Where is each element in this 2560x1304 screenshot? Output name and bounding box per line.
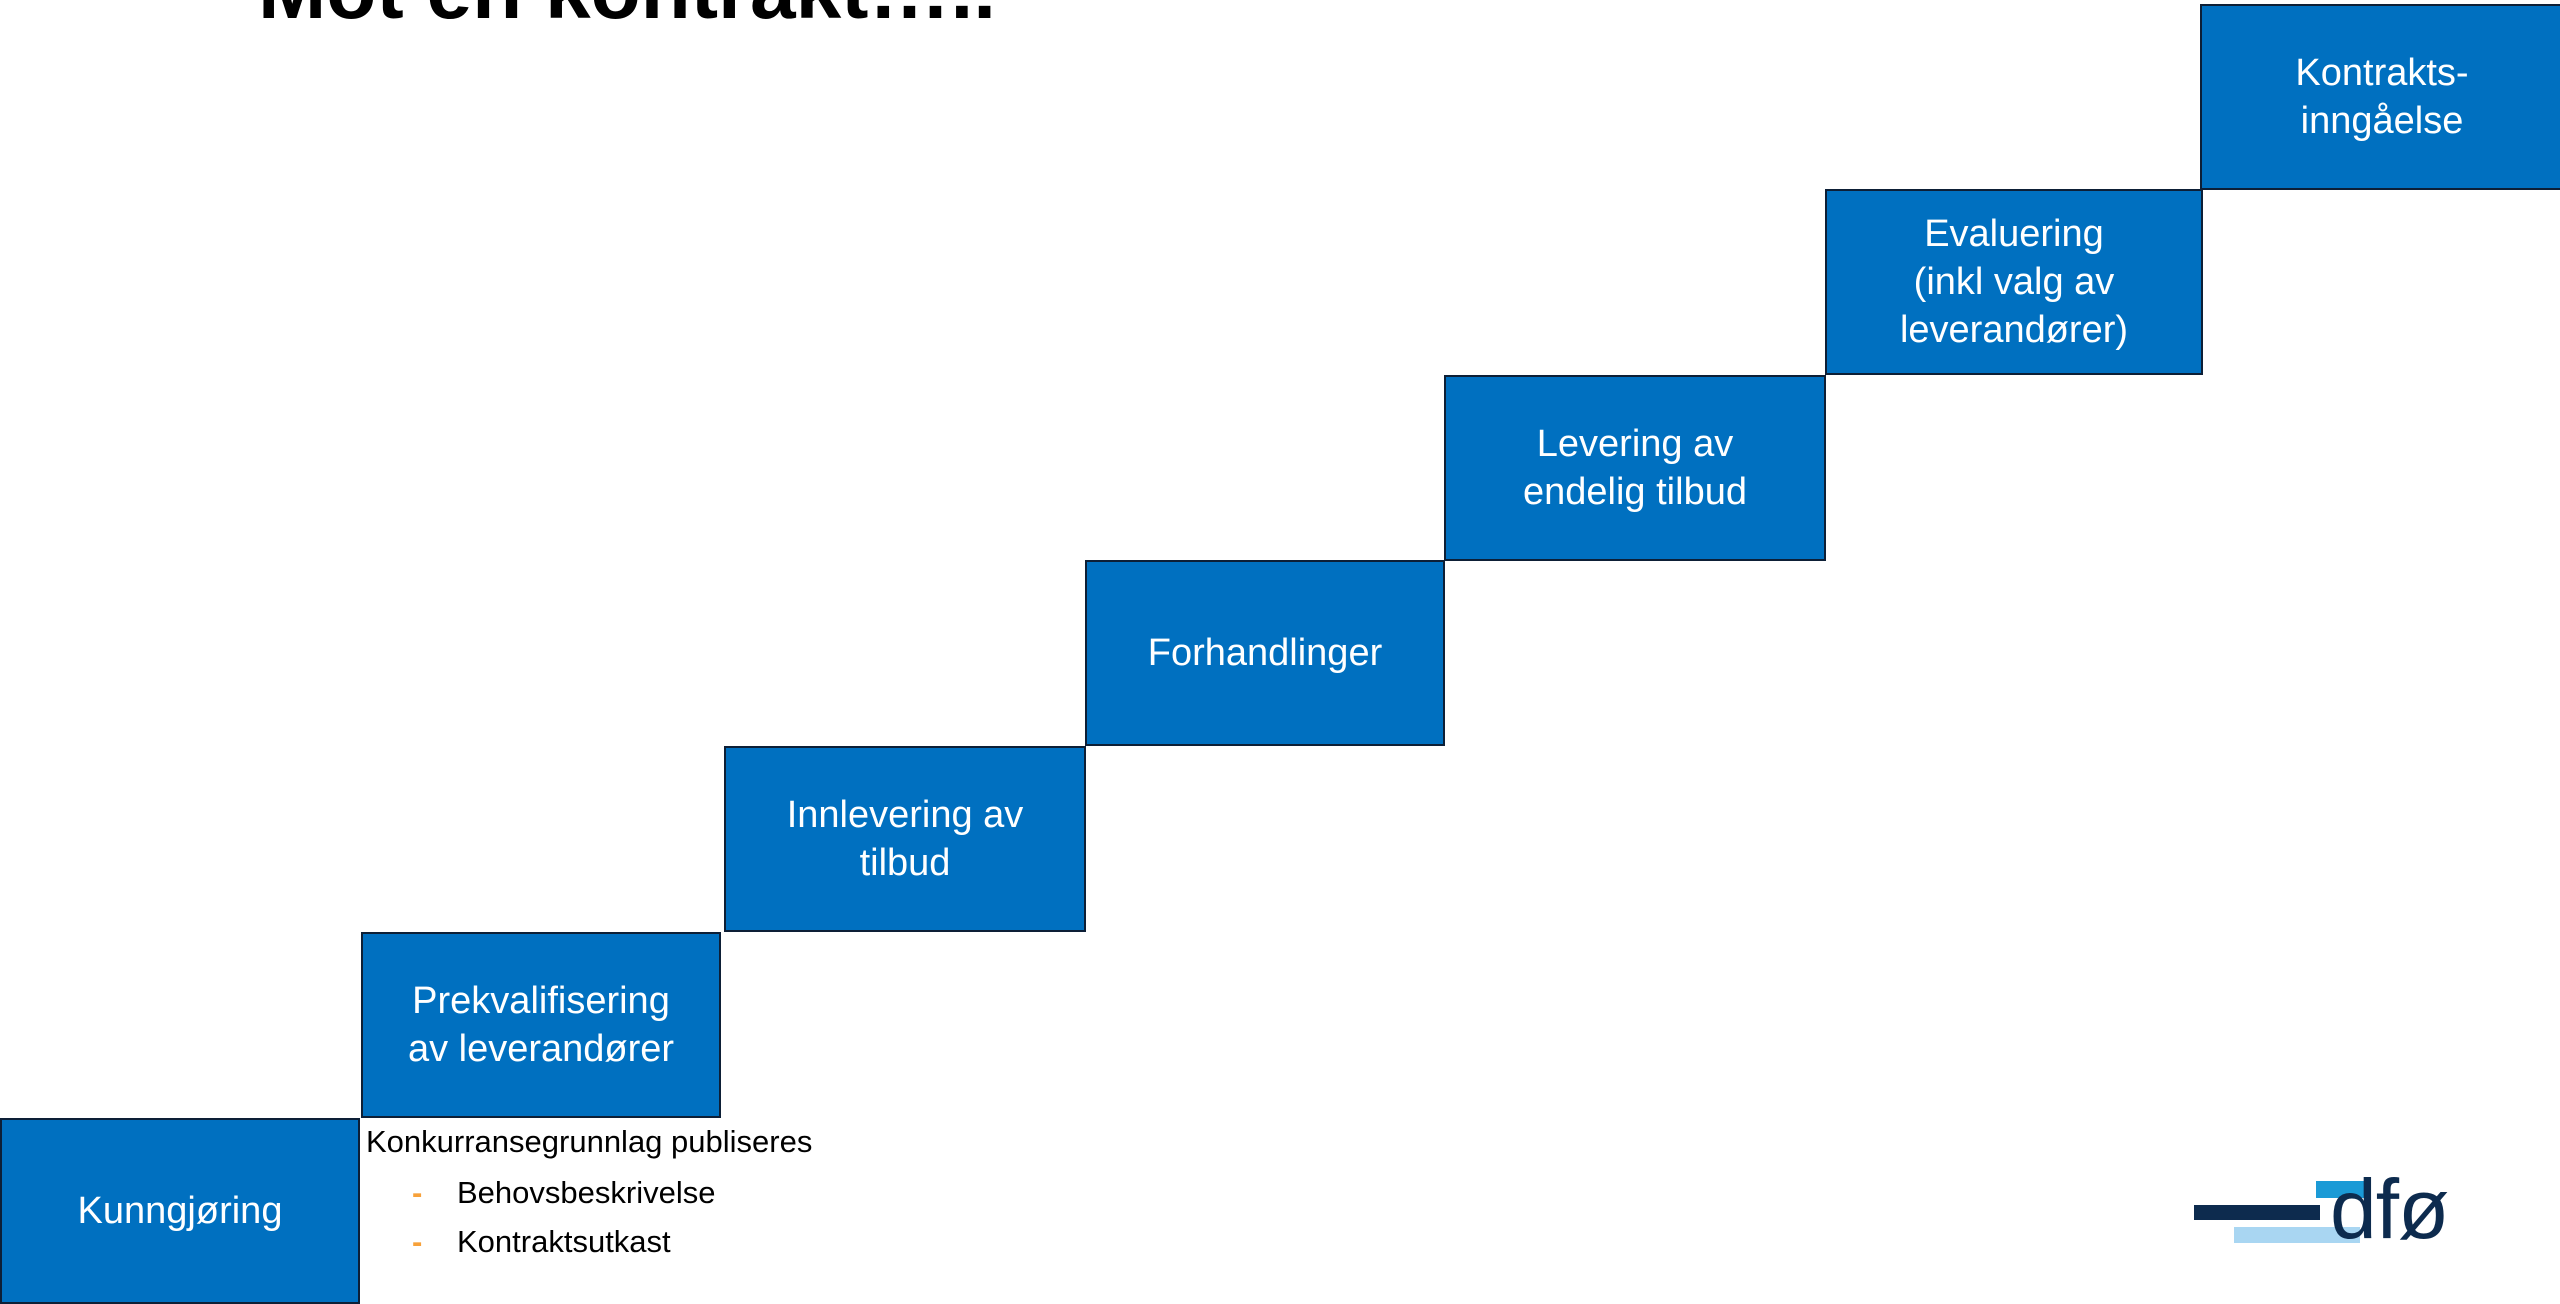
step-label: Innlevering av tilbud: [786, 794, 1024, 884]
dash-bullet-icon: -: [412, 1224, 423, 1259]
list-item: - Kontraktsutkast: [366, 1217, 812, 1266]
note-heading: Konkurransegrunnlag publiseres: [366, 1124, 813, 1159]
dash-bullet-icon: -: [412, 1175, 423, 1210]
step-levering: Levering av endelig tilbud: [1444, 375, 1826, 561]
step-label: Evaluering (inkl valg av leverandører): [1899, 213, 2129, 351]
list-item-label: Behovsbeskrivelse: [457, 1175, 716, 1210]
step-innlevering: Innlevering av tilbud: [724, 746, 1086, 932]
step-label: Forhandlinger: [1147, 632, 1383, 674]
step-evaluering: Evaluering (inkl valg av leverandører): [1825, 189, 2203, 375]
step-label: Levering av endelig tilbud: [1523, 423, 1747, 513]
step-label: Prekvalifisering av leverandører: [407, 980, 675, 1070]
logo-bar-icon: [2234, 1227, 2360, 1243]
step-label: Kontrakts- inngåelse: [2295, 52, 2469, 142]
step-forhandlinger: Forhandlinger: [1085, 560, 1445, 746]
dfo-logo: dfø: [2194, 1162, 2454, 1256]
slide-title: Mot en kontrakt…..: [258, 0, 996, 36]
logo-bar-icon: [2316, 1181, 2366, 1198]
note-list: - Behovsbeskrivelse - Kontraktsutkast: [366, 1168, 812, 1266]
step-prekvalifisering: Prekvalifisering av leverandører: [361, 932, 721, 1118]
step-label: Kunngjøring: [77, 1190, 283, 1232]
logo-text: dfø: [2330, 1162, 2449, 1256]
step-kontraktsinngaaelse: Kontrakts- inngåelse: [2200, 4, 2560, 190]
list-item-label: Kontraktsutkast: [457, 1224, 671, 1259]
logo-bar-icon: [2194, 1205, 2320, 1220]
step-kunngjoring: Kunngjøring: [0, 1118, 360, 1304]
list-item: - Behovsbeskrivelse: [366, 1168, 812, 1217]
publication-note: Konkurransegrunnlag publiseres - Behovsb…: [366, 1122, 812, 1266]
